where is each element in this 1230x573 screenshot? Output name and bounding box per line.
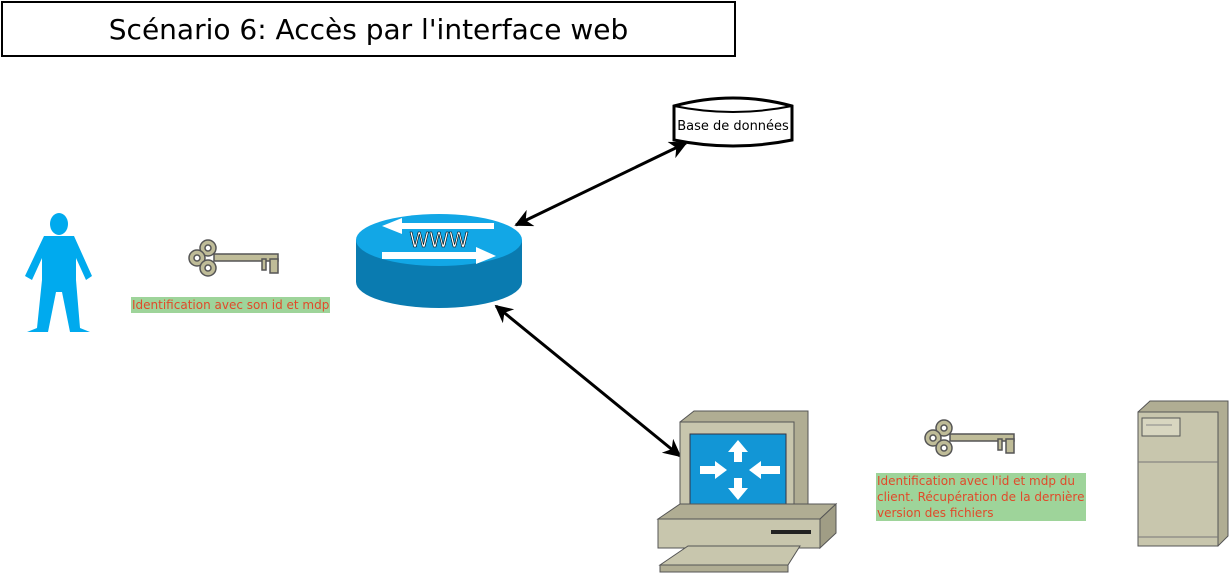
- file-server-icon: [1137, 400, 1229, 547]
- client-auth-note: Identification avec l'id et mdp du clien…: [876, 473, 1086, 521]
- web-server-label: WWW: [409, 228, 469, 252]
- diagram-title: Scénario 6: Accès par l'interface web: [1, 1, 736, 57]
- database-icon: [672, 96, 794, 148]
- key-icon-client: [924, 419, 1015, 457]
- key-icon: [188, 239, 279, 277]
- workstation-icon: [656, 410, 838, 573]
- arrow-web-workstation: [494, 304, 682, 458]
- web-server-icon: [356, 214, 522, 308]
- person-icon: [25, 213, 92, 332]
- arrow-db-web: [514, 141, 688, 227]
- user-auth-note: Identification avec son id et mdp: [131, 297, 331, 313]
- database-label: Base de données: [677, 119, 789, 134]
